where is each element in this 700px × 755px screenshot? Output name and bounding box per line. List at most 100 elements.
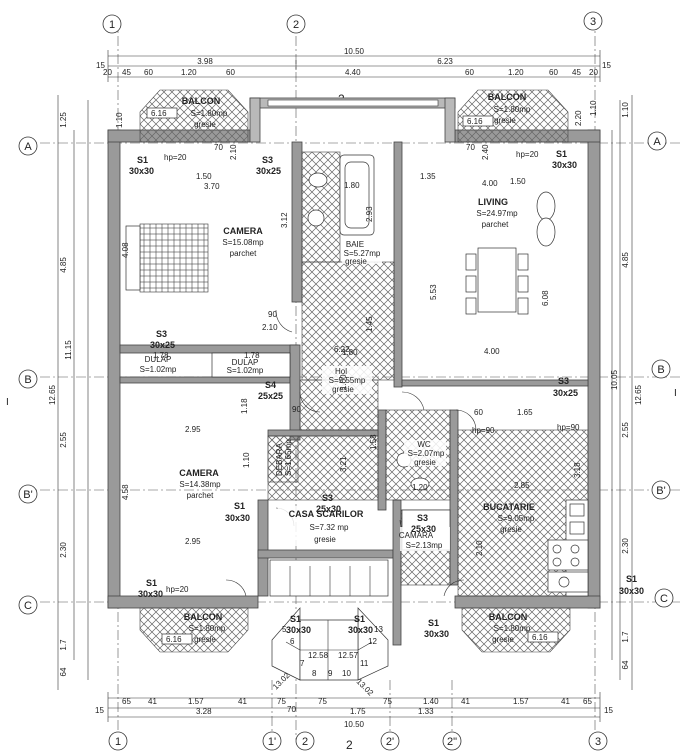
room-name: WC: [417, 440, 431, 449]
axis-bubble-right-a: A: [647, 131, 667, 151]
stair-step: 5: [282, 625, 287, 634]
dim-left-c: 2.30: [59, 542, 68, 558]
stair-step: 11: [360, 659, 369, 668]
dim-left-outer: 11.15: [64, 340, 73, 360]
dim-right-bottom-0: 1.7: [621, 631, 630, 643]
axis-label: 1': [268, 736, 276, 748]
dim-interior: 1.10: [242, 452, 251, 468]
staircase: 12.58 12.57 13.02 13.02 5 6 7 8 9 10 11 …: [269, 559, 389, 698]
balcony-floor: gresie: [194, 120, 216, 129]
balcony-code: 6.16: [467, 117, 483, 126]
window-size: 30x30: [129, 166, 154, 176]
room-area: S=2.07mp: [408, 449, 445, 458]
dim-interior: 1.65: [517, 408, 533, 417]
dim-bottom-mid-2: 1.75: [350, 707, 366, 716]
axis-bubble-left-a: A: [18, 136, 38, 156]
dim-bottom-mid-0: 70: [287, 705, 296, 714]
dim-interior: 4.00: [484, 347, 500, 356]
stair-step: 12: [368, 637, 377, 646]
dim-top-row-8: 1.20: [508, 68, 524, 77]
balcony-area: S=1.80mp: [494, 105, 531, 114]
dim-interior: 2.95: [185, 425, 201, 434]
window-size: 25x30: [316, 504, 341, 514]
dim-interior: 60: [474, 408, 483, 417]
axis-bubble-left-c: C: [18, 595, 38, 615]
dim-right-outer: 10.05: [610, 369, 619, 390]
dim-bottom-row-1: 65: [122, 697, 131, 706]
dim-interior: 4.58: [121, 484, 130, 500]
room-area: S=1.02mp: [227, 366, 264, 375]
window-code: S3: [156, 329, 167, 339]
axis-label: 2': [386, 736, 394, 748]
window-hp: hp=20: [516, 150, 539, 159]
axis-label: 1: [115, 736, 121, 748]
hall-code: 6.22: [334, 345, 350, 354]
axis-label: B: [657, 364, 664, 376]
window-code: S1: [556, 149, 567, 159]
dim-top-row-7: 60: [465, 68, 474, 77]
dim-top-row-12: 15: [602, 61, 611, 70]
axis-label: B': [23, 489, 32, 501]
room-name: DEBARA: [275, 442, 284, 476]
room-dulap-1: DULAP S=1.02mp: [227, 358, 264, 375]
window-size: 25x30: [411, 524, 436, 534]
window-code: S3: [262, 155, 273, 165]
balcony-name: BALCON: [182, 96, 221, 106]
room-area: S=7.32 mp: [310, 523, 349, 532]
dim-interior: 2.85: [514, 481, 530, 490]
room-name: CAMARA: [399, 531, 434, 540]
section-arrow-right: I: [674, 388, 677, 399]
axis-bubble-bottom-3: 3: [588, 731, 608, 751]
balcony-floor: gresie: [194, 635, 216, 644]
dim-left-b: 2.55: [59, 432, 68, 448]
axis-label: A: [653, 136, 661, 148]
dim-door: 70: [214, 143, 223, 152]
dim-top-a: 3.98: [197, 57, 213, 66]
dim-bottom-row-0: 15: [95, 706, 104, 715]
room-area: S=24.97mp: [476, 209, 518, 218]
dim-bottom-mid-1: 75: [318, 697, 327, 706]
dimension-left: 12.65 11.15 4.85 2.55 2.30 1.25 1.7 64: [48, 95, 89, 690]
stair-dim: 13.02: [355, 677, 376, 698]
dim-bottom-row-6: 1.40: [423, 697, 439, 706]
section-arrow-left: I: [6, 397, 9, 408]
window-code: S3: [417, 513, 428, 523]
room-name: DULAP: [145, 355, 172, 364]
room-debara: DEBARA S=1.65mp: [275, 439, 293, 476]
window-hp: hp=90: [557, 423, 580, 432]
window-code: S1: [626, 574, 637, 584]
dim-door: 2.10: [229, 144, 238, 160]
dim-bottom-row-5: 75: [277, 697, 286, 706]
balcony-area: S=1.80mp: [191, 109, 228, 118]
axis-bubble-right-bp: B': [651, 480, 671, 500]
axis-bubble-top-2: 2: [286, 14, 306, 34]
dim-interior: 3.12: [280, 212, 289, 228]
balcony-name: BALCON: [489, 612, 528, 622]
room-casa-scarilor: CASA SCARILOR S=7.32 mp gresie: [278, 506, 374, 546]
balcony-bottom-left: BALCON S=1.80mp gresie 6.16: [139, 607, 249, 653]
dim-top-row-6: 4.40: [345, 68, 361, 77]
dim-interior: 6.08: [541, 290, 550, 306]
dim-top-row-5: 60: [226, 68, 235, 77]
dim-top-row-11: 20: [589, 68, 598, 77]
axis-label: B: [24, 374, 31, 386]
room-name: DULAP: [232, 358, 259, 367]
dim-door: 90: [292, 405, 301, 414]
axis-label: 2": [447, 736, 457, 748]
dim-bottom-row-2: 41: [148, 697, 157, 706]
balcony-top-left: BALCON S=1.80mp gresie 6.16: [139, 89, 249, 143]
room-area: S=1.65mp: [284, 439, 293, 476]
room-floor: gresie: [332, 385, 354, 394]
dim-bottom-row-11: 15: [604, 706, 613, 715]
window-size: 30x30: [138, 589, 163, 599]
window-size: 30x30: [286, 625, 311, 635]
dim-interior: 1.50: [510, 177, 526, 186]
balcony-name: BALCON: [184, 612, 223, 622]
window-size: 30x30: [552, 160, 577, 170]
window-code: S1: [290, 614, 301, 624]
dim-left-a: 4.85: [59, 257, 68, 273]
window-size: 30x25: [553, 388, 578, 398]
dim-interior: 2.10: [475, 540, 484, 556]
dimension-right: 12.65 10.05 4.85 2.55 2.30 1.10 1.7 64: [610, 95, 643, 690]
dim-bottom-row-9: 41: [561, 697, 570, 706]
